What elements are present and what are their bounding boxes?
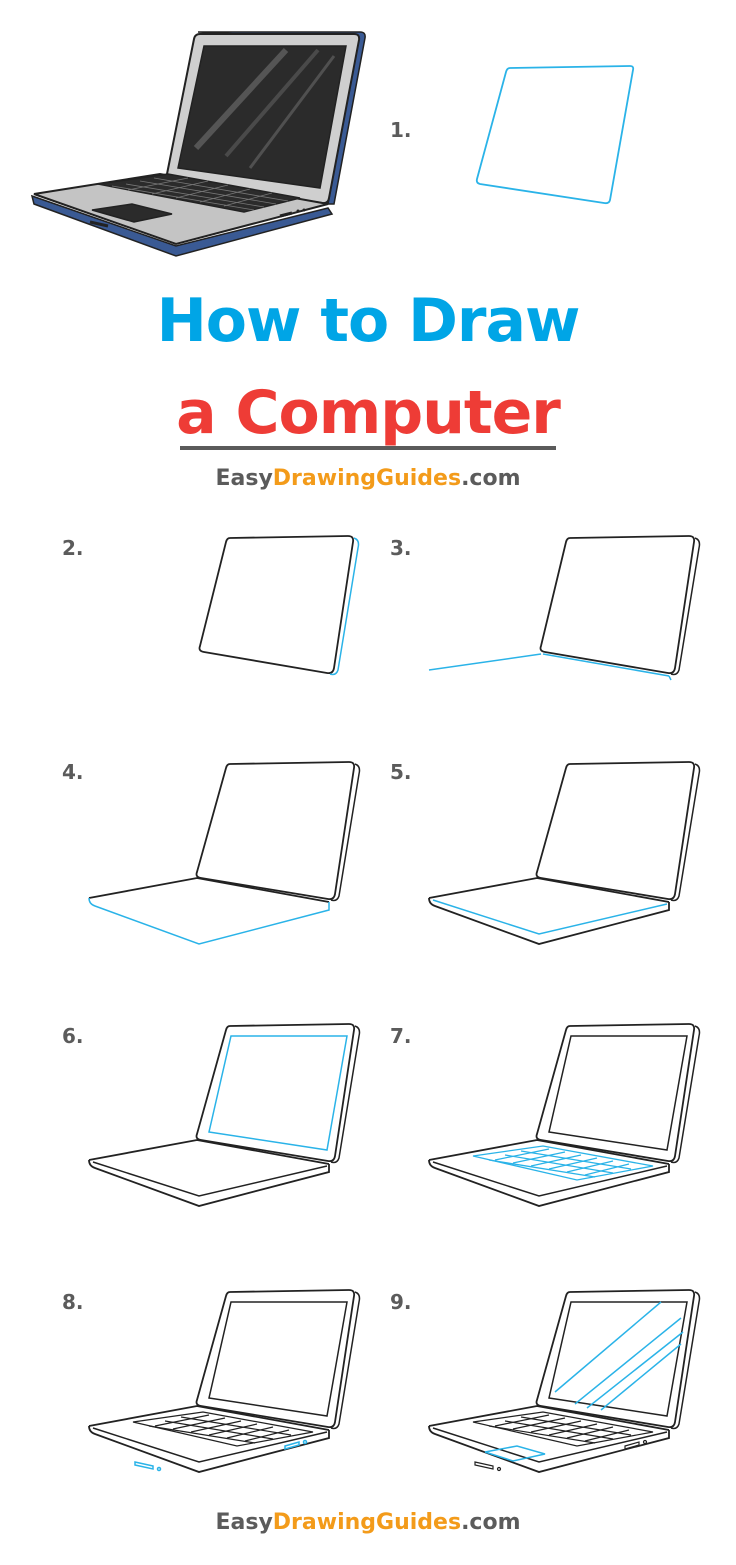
step-5-drawing [428,761,701,945]
step-7-number: 7. [390,1024,412,1048]
step-5-number: 5. [390,760,412,784]
site-brand-bottom: EasyDrawingGuides.com [215,1510,521,1535]
step-1-number: 1. [390,118,412,142]
step-8-drawing [88,1289,361,1473]
page-title-line1: How to Draw [156,286,581,356]
step-3-number: 3. [390,536,412,560]
step-2-drawing [198,535,360,676]
step-6-drawing [88,1023,361,1207]
hero-laptop-illustration [30,31,366,257]
step-9-drawing [428,1289,701,1473]
step-7-drawing [428,1023,701,1207]
step-8-number: 8. [62,1290,84,1314]
step-2-number: 2. [62,536,84,560]
site-brand-top: EasyDrawingGuides.com [215,466,521,491]
title-divider [180,446,556,450]
page-title-line2: a Computer [176,378,561,448]
step-4-number: 4. [62,760,84,784]
step-4-drawing [88,761,361,945]
step-9-number: 9. [390,1290,412,1314]
step-6-number: 6. [62,1024,84,1048]
step-1-drawing [475,65,635,205]
step-3-drawing [428,535,701,681]
